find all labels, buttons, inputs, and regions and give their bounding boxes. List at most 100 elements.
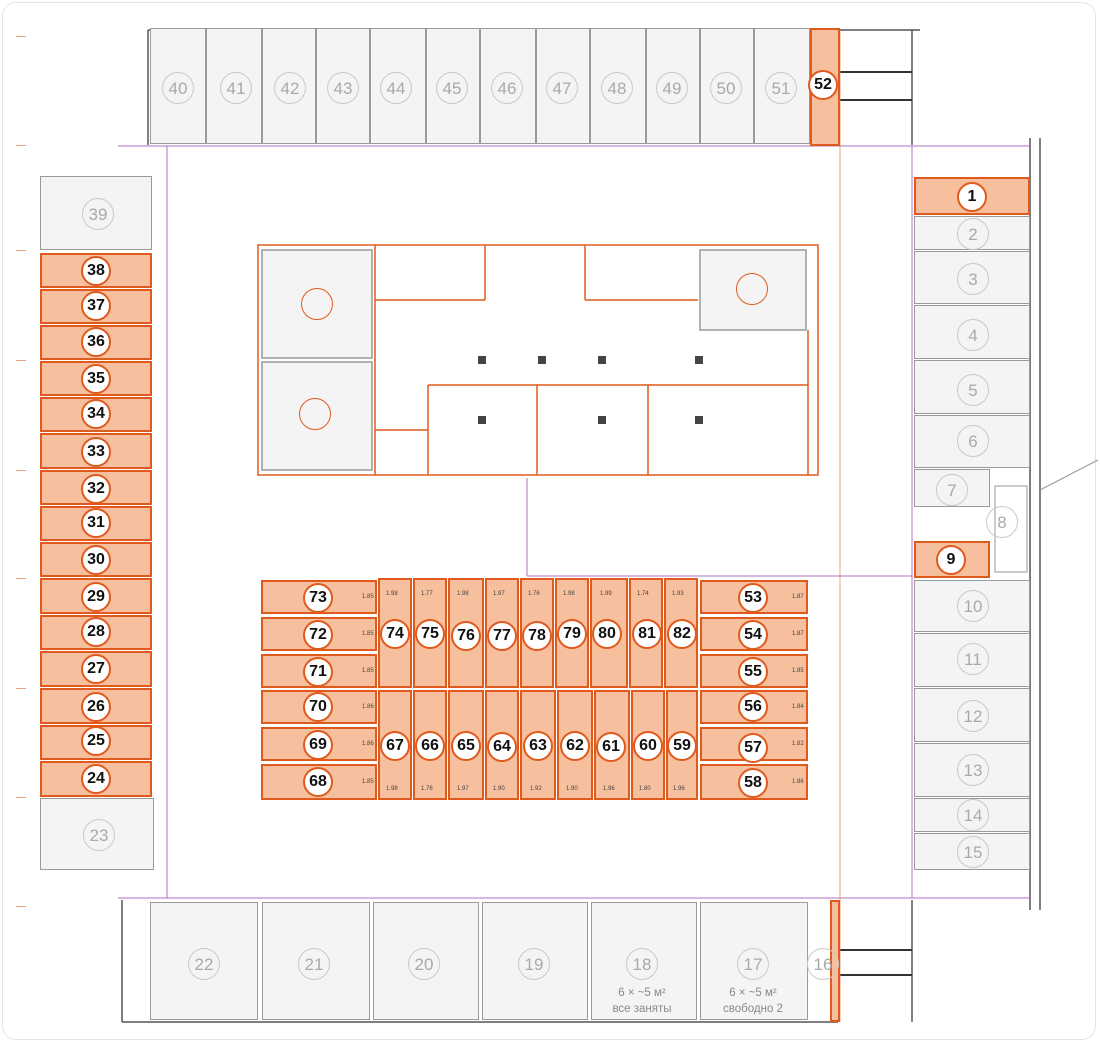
- unit-number: 7: [936, 474, 968, 506]
- unit-number: 10: [957, 590, 989, 622]
- unit-number: 72: [303, 620, 333, 650]
- unit-number: 80: [592, 619, 622, 649]
- unit-size: 1.77: [421, 591, 433, 597]
- unit-number: 14: [957, 799, 989, 831]
- margin-tick: [16, 906, 26, 907]
- unit-size: 1.93: [672, 591, 684, 597]
- unit-number: 67: [380, 731, 410, 761]
- unit-number: 23: [83, 819, 115, 851]
- column-marker: [299, 398, 331, 430]
- unit-number: 4: [957, 319, 989, 351]
- unit-number: 25: [81, 726, 111, 756]
- unit-size: 1.82: [792, 741, 804, 747]
- unit-number: 61: [596, 732, 626, 762]
- unit-number: 70: [303, 692, 333, 722]
- unit-size: 1.80: [639, 786, 651, 792]
- unit-size: 1.85: [362, 668, 374, 674]
- unit-number: 19: [518, 948, 550, 980]
- unit-note: 6 × ~5 м²: [618, 987, 666, 999]
- unit-note: все заняты: [612, 1003, 672, 1015]
- unit-number: 53: [738, 583, 768, 613]
- unit-size: 1.85: [362, 779, 374, 785]
- unit-size: 1.99: [600, 591, 612, 597]
- unit-number: 43: [327, 72, 359, 104]
- unit-number: 47: [546, 72, 578, 104]
- unit-number: 59: [667, 731, 697, 761]
- unit-number: 11: [957, 643, 989, 675]
- unit-number: 26: [81, 692, 111, 722]
- margin-tick: [16, 470, 26, 471]
- unit-number: 37: [81, 291, 111, 321]
- unit-number: 82: [667, 619, 697, 649]
- unit-size: 1.87: [792, 594, 804, 600]
- unit-number: 58: [738, 768, 768, 798]
- unit-number: 36: [81, 327, 111, 357]
- unit-number: 33: [81, 437, 111, 467]
- unit-number: 63: [523, 731, 553, 761]
- unit-number: 66: [415, 731, 445, 761]
- unit-number: 71: [303, 657, 333, 687]
- unit-number: 64: [487, 732, 517, 762]
- unit-number: 1: [957, 182, 987, 212]
- unit-size: 1.97: [457, 786, 469, 792]
- unit-10[interactable]: [914, 580, 1030, 632]
- unit-number: 9: [936, 545, 966, 575]
- unit-number: 34: [81, 399, 111, 429]
- unit-number: 20: [408, 948, 440, 980]
- unit-number: 51: [765, 72, 797, 104]
- margin-tick: [16, 578, 26, 579]
- unit-size: 1.85: [362, 631, 374, 637]
- unit-number: 81: [632, 619, 662, 649]
- unit-size: 1.76: [421, 786, 433, 792]
- unit-number: 12: [957, 700, 989, 732]
- unit-size: 1.98: [457, 591, 469, 597]
- margin-tick: [16, 688, 26, 689]
- unit-size: 1.92: [530, 786, 542, 792]
- margin-tick: [16, 797, 26, 798]
- unit-number: 39: [82, 198, 114, 230]
- unit-number: 79: [557, 619, 587, 649]
- unit-number: 35: [81, 364, 111, 394]
- unit-number: 8: [986, 506, 1018, 538]
- unit-number: 75: [415, 619, 445, 649]
- unit-number: 65: [451, 731, 481, 761]
- unit-size: 1.96: [673, 786, 685, 792]
- unit-size: 1.98: [563, 591, 575, 597]
- unit-size: 1.98: [386, 786, 398, 792]
- unit-number: 41: [220, 72, 252, 104]
- unit-size: 1.85: [792, 668, 804, 674]
- unit-size: 1.86: [362, 741, 374, 747]
- unit-number: 32: [81, 474, 111, 504]
- unit-number: 73: [303, 583, 333, 613]
- unit-size: 1.76: [528, 591, 540, 597]
- unit-number: 3: [957, 263, 989, 295]
- unit-number: 77: [487, 621, 517, 651]
- unit-number: 68: [303, 767, 333, 797]
- unit-number: 31: [81, 508, 111, 538]
- unit-number: 54: [738, 620, 768, 650]
- unit-number: 16: [807, 948, 839, 980]
- unit-6[interactable]: [914, 415, 1030, 468]
- unit-number: 45: [436, 72, 468, 104]
- unit-number: 38: [81, 256, 111, 286]
- unit-number: 30: [81, 545, 111, 575]
- unit-number: 44: [380, 72, 412, 104]
- unit-size: 1.85: [362, 594, 374, 600]
- unit-number: 40: [162, 72, 194, 104]
- unit-number: 74: [380, 619, 410, 649]
- unit-number: 56: [738, 692, 768, 722]
- unit-number: 15: [957, 836, 989, 868]
- unit-number: 60: [633, 731, 663, 761]
- unit-size: 1.74: [637, 591, 649, 597]
- unit-number: 78: [522, 621, 552, 651]
- unit-39[interactable]: [40, 176, 152, 250]
- unit-number: 46: [491, 72, 523, 104]
- unit-size: 1.96: [603, 786, 615, 792]
- unit-number: 21: [298, 948, 330, 980]
- unit-number: 2: [957, 218, 989, 250]
- unit-number: 49: [656, 72, 688, 104]
- unit-number: 42: [274, 72, 306, 104]
